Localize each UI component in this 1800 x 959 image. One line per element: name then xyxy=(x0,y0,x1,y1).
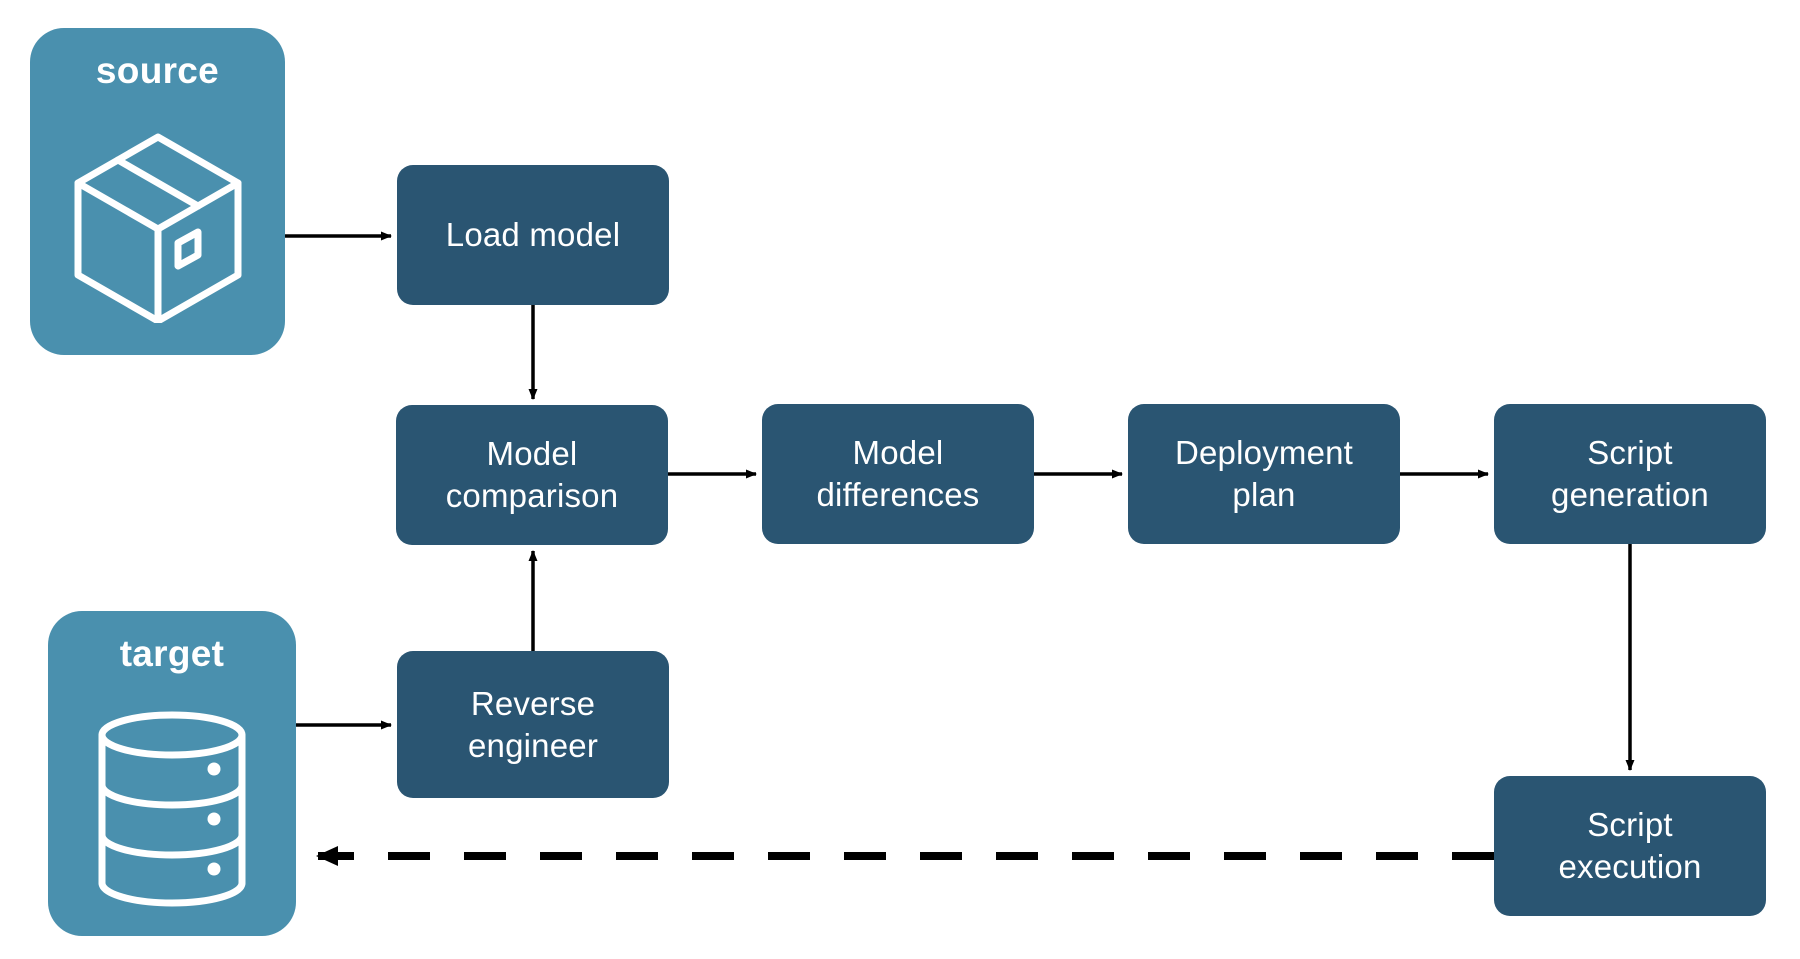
process-reverse-engineer-label: Reverse engineer xyxy=(467,684,599,764)
process-node-deployment-plan[interactable]: Deployment plan xyxy=(1128,404,1400,544)
process-node-model-differences[interactable]: Model differences xyxy=(762,404,1034,544)
process-node-script-execution[interactable]: Script execution xyxy=(1494,776,1766,916)
process-node-script-generation[interactable]: Script generation xyxy=(1494,404,1766,544)
process-deployment-plan-label: Deployment plan xyxy=(1174,434,1354,513)
process-script-generation-label: Script generation xyxy=(1551,434,1709,513)
endpoint-target-label: target xyxy=(119,633,225,674)
process-load-model-label: Load model xyxy=(445,216,621,254)
endpoint-node-target[interactable]: target xyxy=(48,611,296,936)
process-node-model-comparison[interactable]: Model comparison xyxy=(396,405,668,545)
package-box-icon xyxy=(30,98,285,355)
process-node-reverse-engineer[interactable]: Reverse engineer xyxy=(397,651,669,798)
process-model-comparison-label: Model comparison xyxy=(445,435,619,514)
database-cylinder-icon xyxy=(48,681,296,936)
process-script-execution-label: Script execution xyxy=(1558,806,1702,885)
process-node-load-model[interactable]: Load model xyxy=(397,165,669,305)
process-model-differences-label: Model differences xyxy=(816,434,980,513)
endpoint-node-source[interactable]: source xyxy=(30,28,285,355)
endpoint-source-label: source xyxy=(95,50,220,91)
